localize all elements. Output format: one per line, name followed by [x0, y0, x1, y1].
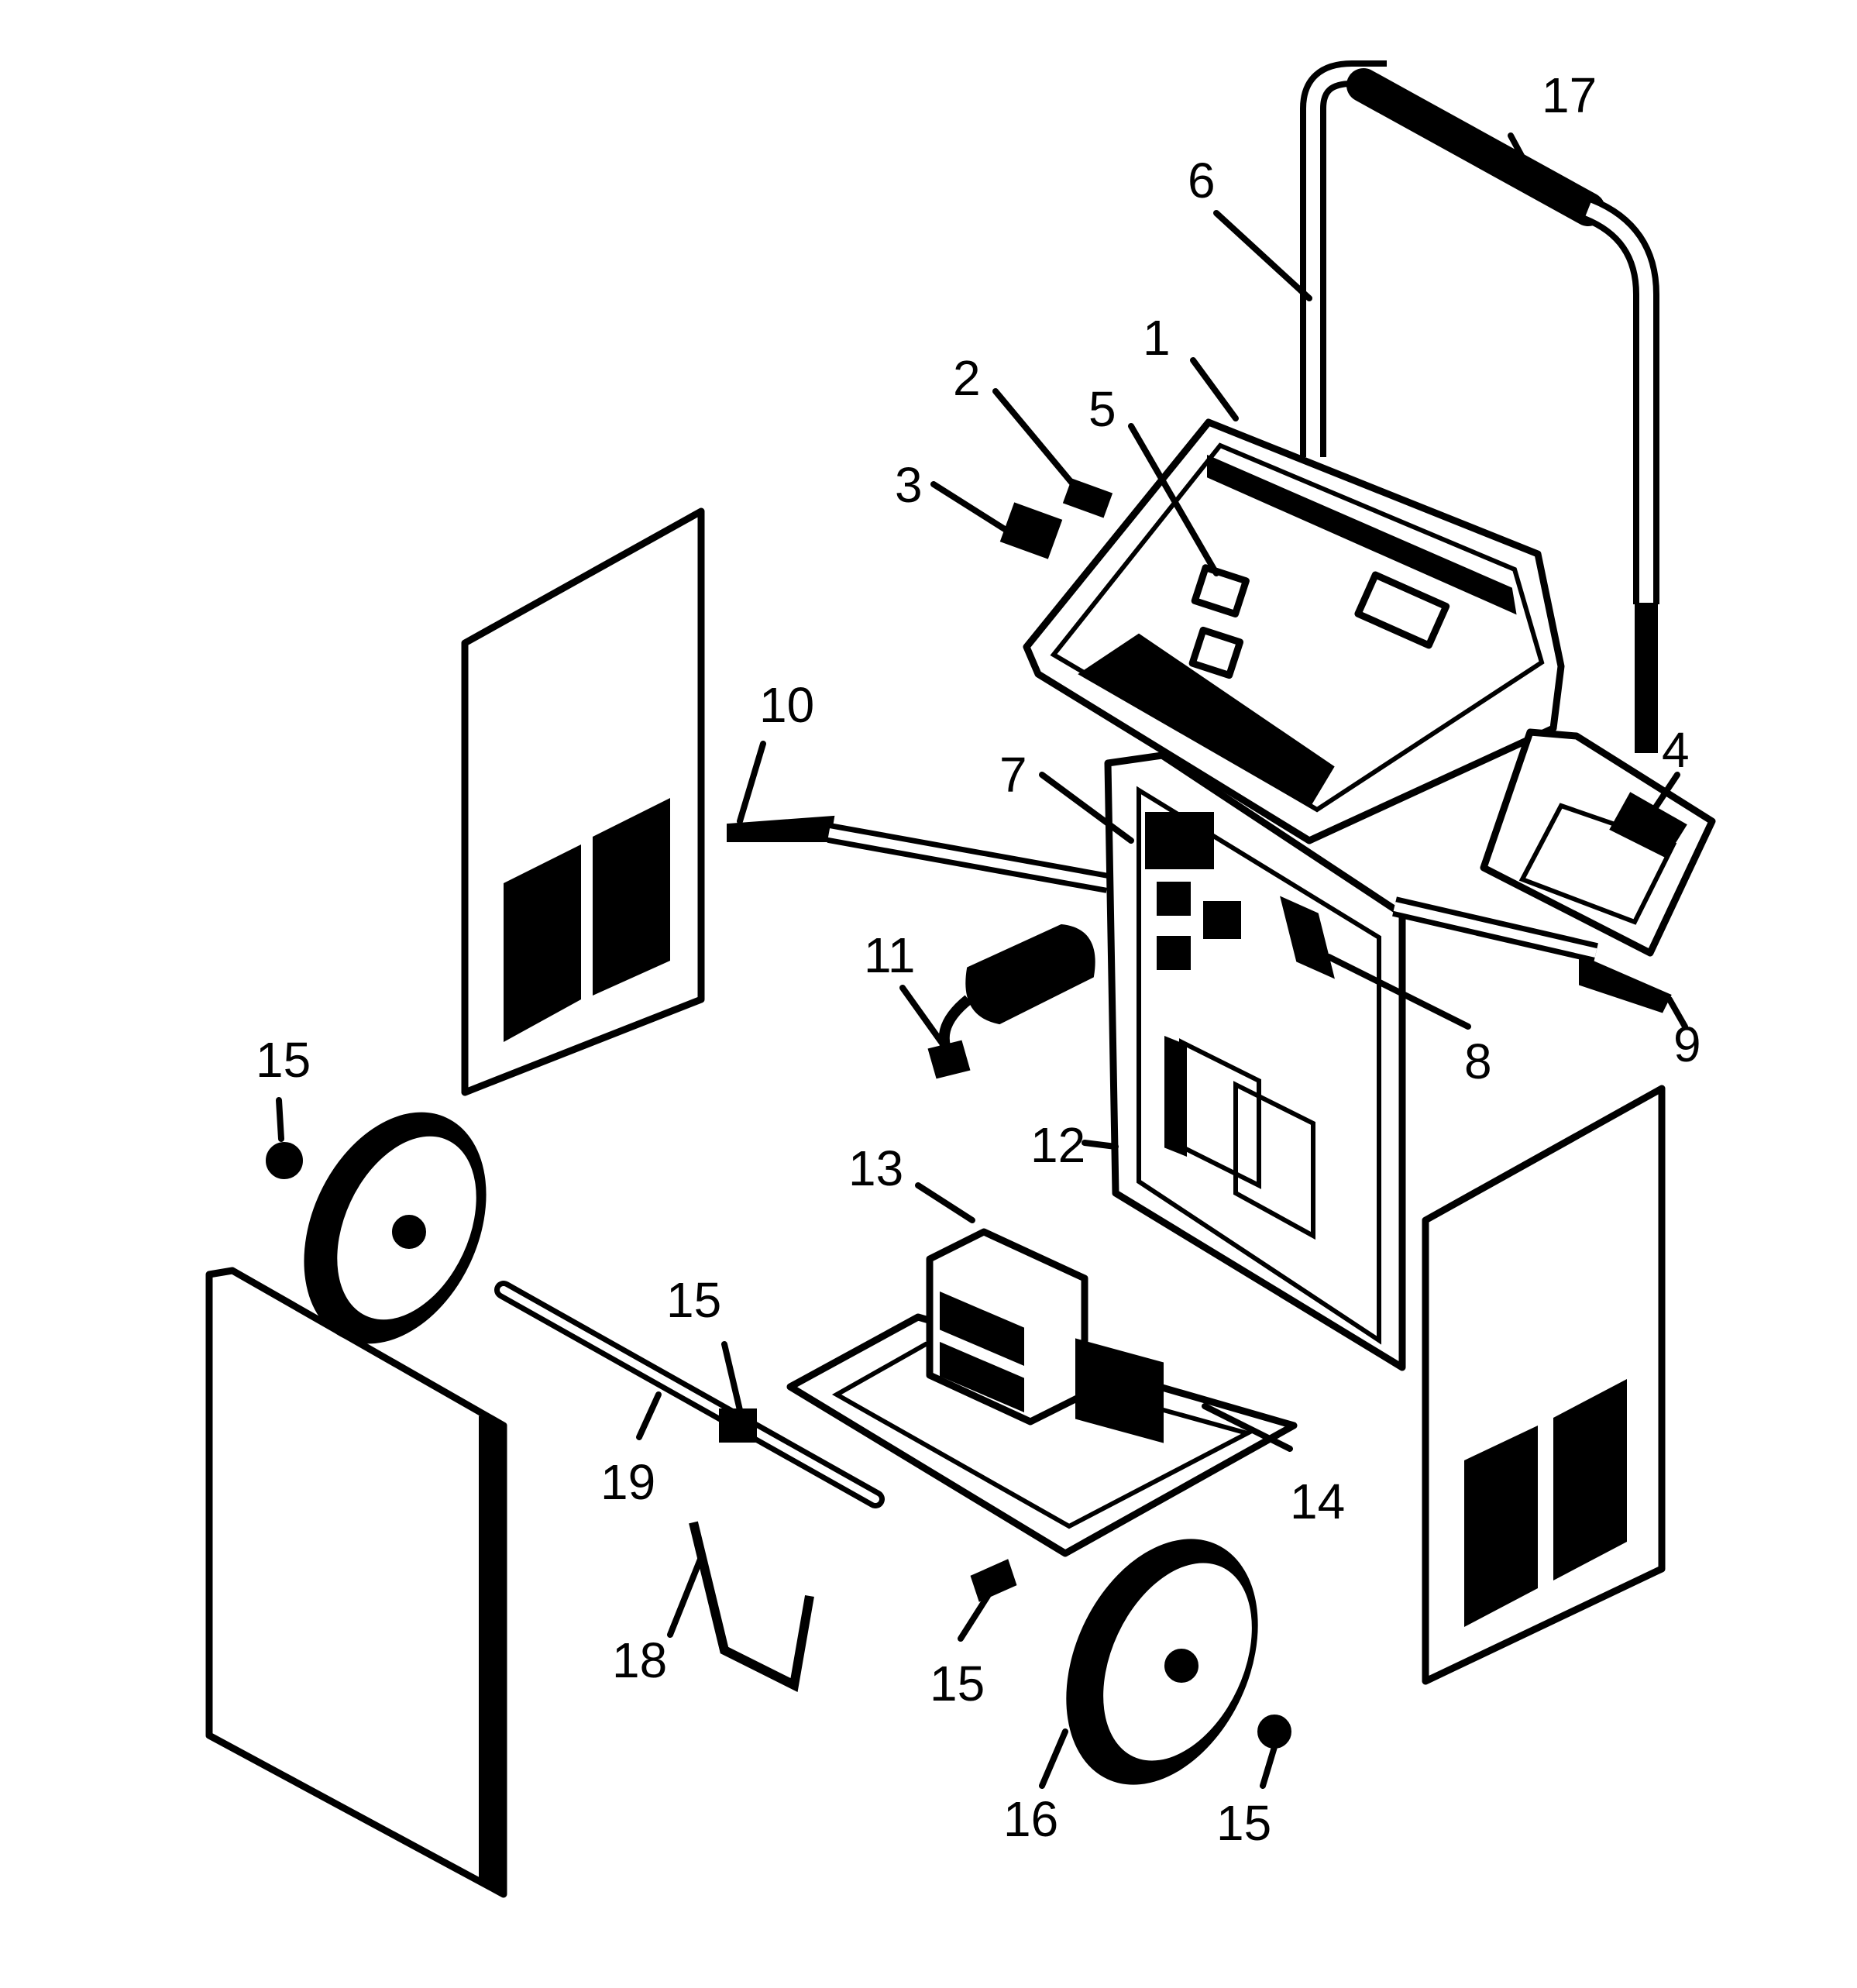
right-side-panel [1422, 1085, 1666, 1685]
left-front-panel [205, 1267, 507, 1898]
callout-15-bottom-right: 15 [1216, 1795, 1271, 1851]
callout-18: 18 [612, 1632, 667, 1688]
callout-15-bottom-middle: 15 [930, 1656, 985, 1711]
left-rear-panel [461, 507, 705, 1096]
callout-7: 7 [999, 747, 1027, 803]
callout-16: 16 [1003, 1791, 1058, 1847]
callout-14: 14 [1290, 1474, 1345, 1529]
callout-1: 1 [1143, 310, 1171, 366]
callout-15-topleft: 15 [256, 1032, 311, 1088]
top-housing-part [1023, 418, 1565, 844]
callout-19: 19 [600, 1454, 655, 1510]
part-2 [1062, 478, 1113, 518]
handle-part [1300, 60, 1659, 753]
callout-9: 9 [1673, 1016, 1701, 1072]
main-chassis-panel [1104, 752, 1406, 1371]
callout-4: 4 [1662, 722, 1690, 778]
callout-10: 10 [759, 677, 814, 733]
wheel-lower [1066, 1539, 1258, 1785]
callout-5: 5 [1088, 381, 1116, 437]
base-tray [786, 1228, 1298, 1557]
panel-part-4 [1480, 728, 1716, 957]
leader-lines [276, 132, 1688, 1789]
wheel-left [304, 1112, 487, 1344]
fastener-15-bottom [1257, 1715, 1291, 1749]
callout-17: 17 [1542, 67, 1597, 123]
callout-2: 2 [953, 350, 981, 406]
clamp-cable-9 [1392, 896, 1672, 1013]
bracket-18 [689, 1521, 814, 1692]
callout-13: 13 [848, 1140, 903, 1196]
part-3 [999, 502, 1063, 559]
callout-15-center: 15 [666, 1272, 721, 1328]
callout-8: 8 [1464, 1034, 1492, 1089]
callout-labels: 1 2 3 4 5 6 7 8 9 10 11 12 13 14 15 15 1… [256, 67, 1701, 1851]
fastener-15-center [970, 1559, 1017, 1602]
capacitor-cord-11 [927, 923, 1095, 1079]
callout-3: 3 [895, 457, 923, 513]
callout-11: 11 [864, 927, 915, 983]
callout-12: 12 [1030, 1117, 1085, 1173]
clamp-cable-10 [727, 815, 1110, 893]
fastener-15-topleft [266, 1142, 303, 1179]
callout-6: 6 [1188, 153, 1216, 208]
